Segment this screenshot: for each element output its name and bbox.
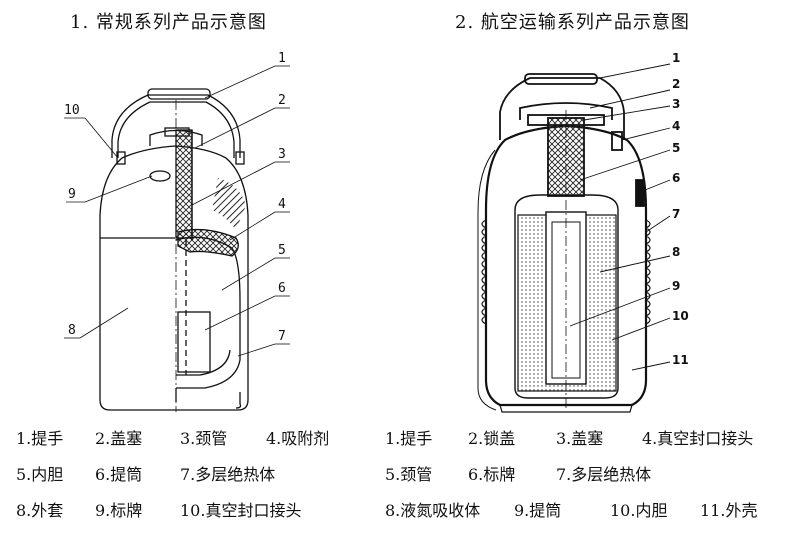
- callout-2: 2: [278, 93, 286, 108]
- schematic-drawings: 1 2 3 4 5 6 7 8 9 10: [64, 51, 689, 413]
- callout-9: 9: [68, 187, 76, 202]
- callout-11: 11: [672, 353, 689, 367]
- canister: [177, 311, 211, 373]
- label-plate: [149, 170, 171, 182]
- legend2-item-6: 6.标牌: [468, 465, 516, 484]
- diagram2-drawing: [477, 63, 671, 413]
- callout-3: 3: [278, 147, 286, 162]
- handle: [499, 77, 625, 140]
- callout-9: 9: [672, 279, 680, 293]
- legend2-item-5: 5.颈管: [385, 465, 433, 484]
- callout-10: 10: [64, 103, 80, 118]
- legend1-item-2: 2.盖塞: [95, 429, 143, 448]
- callout-10: 10: [672, 309, 689, 323]
- callout-8: 8: [68, 323, 76, 338]
- inner-vessel: [514, 194, 619, 399]
- callout-6: 6: [672, 171, 680, 185]
- diagram1-drawing: [64, 65, 290, 412]
- legend2-item-4: 4.真空封口接头: [642, 429, 754, 448]
- diagram2-callouts: 1 2 3 4 5 6 7 8 9 10 11: [672, 51, 689, 367]
- legend2-item-11: 11.外壳: [700, 501, 758, 520]
- callout-7: 7: [278, 329, 286, 344]
- diagram1-callouts: 1 2 3 4 5 6 7 8 9 10: [64, 51, 286, 344]
- legend1-item-9: 9.标牌: [95, 501, 143, 520]
- callout-2: 2: [672, 77, 680, 91]
- legend2-item-1: 1.提手: [385, 429, 433, 448]
- legend1-item-4: 4.吸附剂: [266, 429, 330, 448]
- legend2-item-2: 2.锁盖: [468, 429, 516, 448]
- callout-4: 4: [672, 119, 680, 133]
- legend2-item-10: 10.内胆: [610, 501, 668, 520]
- legend2-item-3: 3.盖塞: [556, 429, 604, 448]
- legend1-item-8: 8.外套: [16, 501, 64, 520]
- callout-1: 1: [672, 51, 680, 65]
- callout-6: 6: [278, 281, 286, 296]
- adsorbent: [177, 228, 239, 257]
- legend2-item-8: 8.液氮吸收体: [385, 501, 481, 520]
- legend1-item-3: 3.颈管: [180, 429, 228, 448]
- legend1-item-10: 10.真空封口接头: [180, 501, 302, 520]
- callout-1: 1: [278, 51, 286, 66]
- callout-5: 5: [672, 141, 680, 155]
- callout-7: 7: [672, 207, 680, 221]
- legend1-item-1: 1.提手: [16, 429, 64, 448]
- callout-4: 4: [278, 197, 286, 212]
- diagram1-title: 1. 常规系列产品示意图: [70, 12, 267, 33]
- legend1-item-5: 5.内胆: [16, 465, 64, 484]
- neck-tube: [175, 129, 193, 239]
- diagram2-title: 2. 航空运输系列产品示意图: [455, 12, 690, 33]
- callout-3: 3: [672, 97, 680, 111]
- legend2-item-7: 7.多层绝热体: [556, 465, 652, 484]
- callout-8: 8: [672, 245, 680, 259]
- callout-5: 5: [278, 243, 286, 258]
- legend1-item-6: 6.提筒: [95, 465, 143, 484]
- legend1-item-7: 7.多层绝热体: [180, 465, 276, 484]
- legend2-item-9: 9.提筒: [514, 501, 562, 520]
